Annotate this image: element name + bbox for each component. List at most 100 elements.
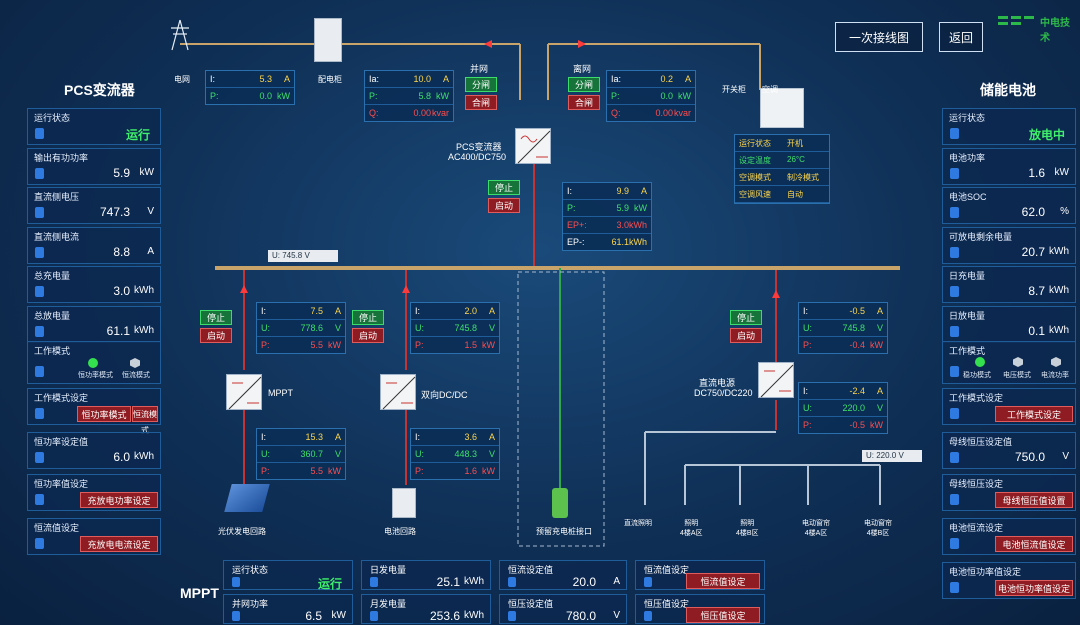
readout-key: U: (803, 403, 812, 413)
card-unit: kWh (134, 285, 154, 296)
readout-key: P: (415, 340, 424, 350)
pcs-label: PCS变流器 (456, 142, 502, 152)
work-mode-set-button[interactable]: 工作模式设定 (995, 406, 1073, 422)
readout-unit: A (442, 74, 449, 84)
card-label: 电池恒功率值设定 (949, 567, 1022, 577)
card-unit: % (1060, 206, 1069, 217)
ac-key: 运行状态 (739, 139, 771, 148)
bidc-stop-button[interactable]: 停止 (352, 310, 384, 325)
pcs-work-mode-card: 工作模式 恒功率模式 恒流模式 (27, 341, 161, 384)
readout-value: -2.4 (849, 386, 865, 396)
mppt-start-button[interactable]: 启动 (200, 328, 232, 343)
readout-key: P: (261, 340, 270, 350)
battery-power-set-button[interactable]: 电池恒功率值设定 (995, 580, 1073, 596)
bus-voltage-set-button[interactable]: 母线恒压值设置 (995, 492, 1073, 508)
grid-open-button[interactable]: 分闸 (465, 77, 497, 92)
readout-unit: kW (870, 420, 883, 430)
single-line-diagram-button[interactable]: 一次接线图 (835, 22, 923, 52)
status-card: 运行状态放电中 (942, 108, 1076, 145)
dcsrc-stop-button[interactable]: 停止 (730, 310, 762, 325)
card-value: 0.1 (1028, 323, 1045, 338)
charge-power-set-button[interactable]: 充放电功率设定 (80, 492, 158, 508)
mppt-voltage-set-button[interactable]: 恒压值设定 (686, 607, 760, 623)
card-value: 747.3 (99, 205, 130, 219)
mppt-voltage-config-card: 恒压值设定 恒压值设定 (635, 594, 765, 624)
ev-charger-icon (552, 488, 568, 518)
pcs-stop-button[interactable]: 停止 (488, 180, 520, 195)
readout-key: P: (611, 91, 620, 101)
pcs-mode-set-card: 工作模式设定 恒功率模式 恒流模式 (27, 388, 161, 435)
mppt-current-set-button[interactable]: 恒流值设定 (686, 573, 760, 589)
card-unit: V (1062, 451, 1069, 462)
info-icon (508, 611, 516, 621)
card-unit: kW (331, 610, 346, 621)
pcs-start-button[interactable]: 启动 (488, 198, 520, 213)
card-label: 直流侧电压 (34, 192, 80, 202)
card-label: 恒压设定值 (508, 599, 554, 609)
card-label: 恒压值设定 (644, 599, 690, 609)
back-button[interactable]: 返回 (939, 22, 983, 52)
card-unit: kWh (134, 324, 154, 336)
bidc-label: 双向DC/DC (421, 390, 468, 400)
offgrid-open-button[interactable]: 分闸 (568, 77, 600, 92)
mode-indicator-on-icon (975, 357, 985, 367)
ac-value: 自动 (787, 190, 803, 199)
status-card: 运行状态运行 (27, 108, 161, 145)
dcsrc-label: 直流电源 (699, 378, 736, 388)
grid-close-button[interactable]: 合闸 (465, 95, 497, 110)
battery-current-set-button[interactable]: 电池恒流值设定 (995, 536, 1073, 552)
readout-value: 15.3 (305, 432, 323, 442)
battery-mode-set-card: 工作模式设定 工作模式设定 (942, 388, 1076, 425)
pcs-converter-icon (515, 128, 551, 164)
card-label: 母线恒压设定 (949, 479, 1004, 489)
readout-value: 5.3 (259, 74, 272, 84)
mppt-stop-button[interactable]: 停止 (200, 310, 232, 325)
ac-value: 26°C (787, 155, 805, 164)
card-label: 电池恒流设定 (949, 523, 1004, 533)
bidc-start-button[interactable]: 启动 (352, 328, 384, 343)
readout-unit: A (876, 306, 883, 316)
info-icon (35, 452, 44, 463)
bus-voltage-label: U: 745.8 V (268, 250, 338, 262)
card-value: 61.1 (106, 323, 130, 338)
readout-value: 360.7 (300, 449, 323, 459)
readout-unit: A (488, 432, 495, 442)
dcsrc-start-button[interactable]: 启动 (730, 328, 762, 343)
mppt-converter-icon (226, 374, 262, 410)
readout-key: I: (415, 306, 421, 316)
readout-key: Q: (369, 108, 379, 118)
info-icon (35, 167, 44, 179)
readout-value: 0.00 (413, 108, 431, 118)
readout-value: 1.5 (464, 340, 477, 350)
offgrid-close-button[interactable]: 合闸 (568, 95, 600, 110)
readout-key: EP-: (567, 237, 585, 247)
readout-unit: A (488, 306, 495, 316)
constant-current-mode-button[interactable]: 恒流模式 (132, 406, 158, 435)
readout-unit: V (334, 323, 341, 333)
info-icon (35, 246, 44, 258)
mode-option-label: 电压模式 (1003, 372, 1031, 379)
readout-value: 3.0 (616, 220, 629, 230)
readout-unit: V (488, 449, 495, 459)
readout-unit: V (488, 323, 495, 333)
info-icon (35, 286, 44, 297)
info-icon (950, 582, 959, 593)
readout-unit: V (334, 449, 341, 459)
readout-value: 2.0 (464, 306, 477, 316)
card-value: 253.6 (429, 609, 460, 623)
constant-power-mode-button[interactable]: 恒功率模式 (77, 406, 131, 422)
readout-key: I: (803, 386, 809, 396)
readout-value: 745.8 (454, 323, 477, 333)
charge-current-set-button[interactable]: 充放电电流设定 (80, 536, 158, 552)
